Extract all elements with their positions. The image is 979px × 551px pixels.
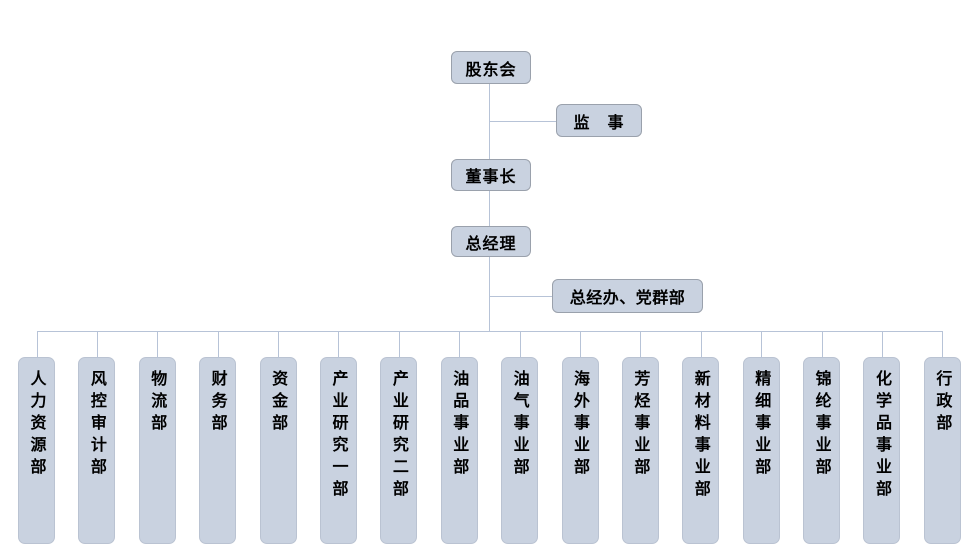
dept-label: 新材料事业部 [691, 370, 711, 502]
connector-chairman-gm [489, 191, 490, 226]
dept-logistics: 物流部 [138, 332, 176, 544]
node-chairman: 董事长 [451, 159, 531, 191]
node-supervisor: 监 事 [556, 104, 642, 137]
dept-new-materials: 新材料事业部 [682, 332, 720, 544]
dept-industry-research-2: 产业研究二部 [380, 332, 418, 544]
dept-oil-products: 油品事业部 [440, 332, 478, 544]
dept-aromatics: 芳烃事业部 [621, 332, 659, 544]
connector-gm-office-branch [489, 296, 552, 297]
dept-fine-chemicals: 精细事业部 [742, 332, 780, 544]
connector-supervisor-branch [489, 121, 556, 122]
dept-label: 油气事业部 [510, 370, 530, 480]
dept-human-resources: 人力资源部 [18, 332, 55, 544]
dept-finance: 财务部 [199, 332, 237, 544]
dept-risk-control-audit: 风控审计部 [78, 332, 116, 544]
dept-label: 物流部 [148, 370, 168, 436]
dept-label: 精细事业部 [752, 370, 772, 480]
dept-administration: 行政部 [923, 332, 961, 544]
dept-overseas: 海外事业部 [561, 332, 599, 544]
node-gm-office-party-dept: 总经办、党群部 [552, 279, 703, 313]
dept-label: 资金部 [269, 370, 289, 436]
dept-chemicals: 化学品事业部 [863, 332, 901, 544]
dept-label: 行政部 [933, 370, 953, 436]
dept-label: 风控审计部 [87, 370, 107, 480]
dept-label: 芳烃事业部 [631, 370, 651, 480]
dept-industry-research-1: 产业研究一部 [319, 332, 357, 544]
dept-label: 人力资源部 [27, 370, 47, 480]
dept-label: 化学品事业部 [872, 370, 892, 502]
dept-label: 锦纶事业部 [812, 370, 832, 480]
dept-oil-gas: 油气事业部 [501, 332, 539, 544]
connector-department-bus [37, 331, 943, 332]
node-shareholders-meeting: 股东会 [451, 51, 531, 84]
dept-label: 海外事业部 [571, 370, 591, 480]
dept-label: 产业研究二部 [389, 370, 409, 502]
dept-nylon: 锦纶事业部 [803, 332, 841, 544]
connector-gm-bus [489, 257, 490, 331]
dept-capital: 资金部 [259, 332, 297, 544]
dept-label: 油品事业部 [450, 370, 470, 480]
dept-label: 产业研究一部 [329, 370, 349, 502]
dept-label: 财务部 [208, 370, 228, 436]
node-general-manager: 总经理 [451, 226, 531, 257]
department-row: 人力资源部 风控审计部 物流部 财务部 资金部 产业研究一部 产业研究二部 油品… [18, 332, 961, 544]
